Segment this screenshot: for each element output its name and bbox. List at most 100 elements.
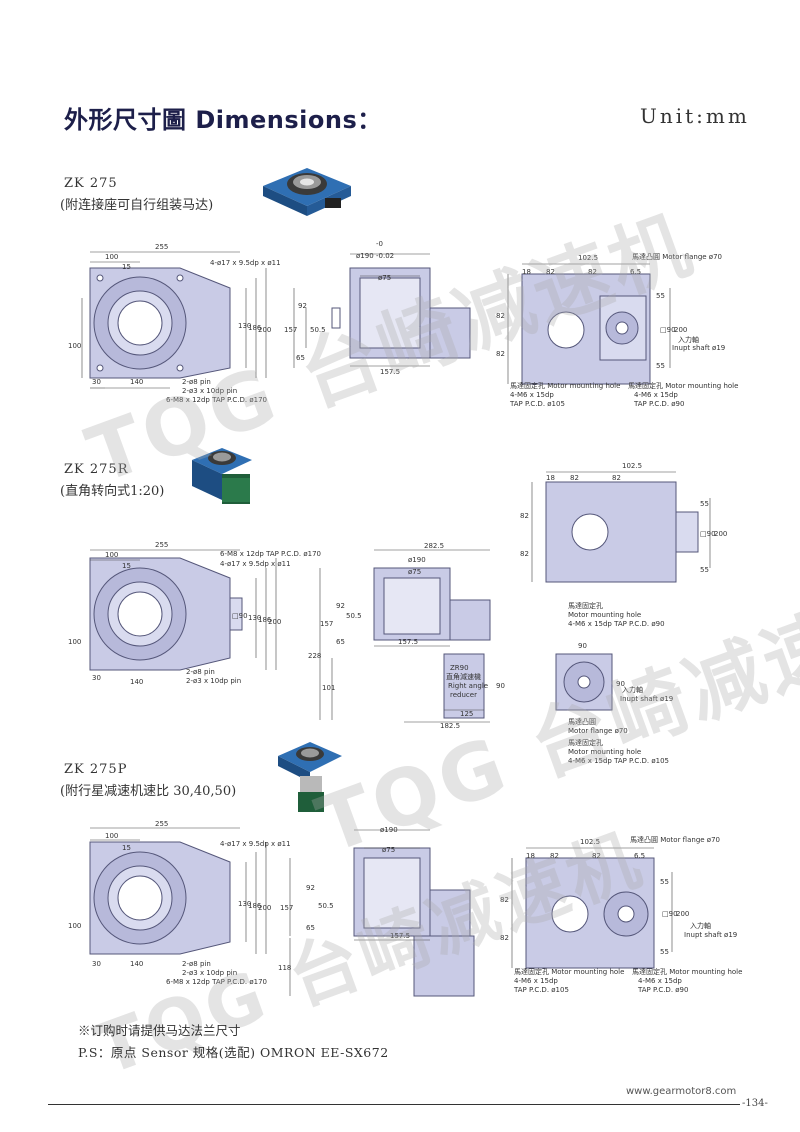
- dim-75-p: ø75: [382, 846, 395, 854]
- dim-1025-p: 102.5: [580, 838, 600, 846]
- dim-82-v1: 82: [496, 312, 505, 320]
- dim-sq90: □90: [660, 326, 676, 334]
- unit-label: Unit:mm: [640, 104, 750, 128]
- dim-100-v-p: 100: [68, 922, 81, 930]
- dim-holes: 4-ø17 x 9.5dp x ø11: [210, 259, 281, 267]
- dim-82b-rt: 82: [612, 474, 621, 482]
- order-note: ※订购时请提供马达法兰尺寸: [78, 1023, 241, 1038]
- dim-15-p: 15: [122, 844, 131, 852]
- dim-2825: 282.5: [424, 542, 444, 550]
- dim-tap: 6-M8 x 12dp TAP P.C.D. ø170: [166, 396, 267, 404]
- zr90-en1: Right angle: [448, 682, 488, 690]
- dim-130-r: 130: [248, 614, 261, 622]
- dim-140: 140: [130, 378, 143, 386]
- dim-505: 50.5: [310, 326, 326, 334]
- dim-1025-rt: 102.5: [622, 462, 642, 470]
- dim-1825: 182.5: [440, 722, 460, 730]
- mount-hole-p2b: TAP P.C.D. ø90: [637, 986, 688, 994]
- page-number: -134-: [740, 1098, 770, 1109]
- motor-flange-p: 馬達凸圓 Motor flange ø70: [630, 835, 720, 844]
- section-title-zk275r: ZK 275R: [64, 462, 129, 477]
- dim-255: 255: [155, 243, 168, 251]
- dim-tol02: -0.02: [376, 252, 394, 260]
- dim-92-p: 92: [306, 884, 315, 892]
- dim-30-r: 30: [92, 674, 101, 682]
- dim-55a-rt: 55: [700, 500, 709, 508]
- dim-125: 125: [460, 710, 473, 718]
- dim-pin1-p: 2-ø8 pin: [182, 960, 211, 968]
- dim-92: 92: [298, 302, 307, 310]
- dim-v90-m: 90: [616, 680, 625, 688]
- dim-157-r: 157: [320, 620, 333, 628]
- page-title: 外形尺寸圖 Dimensions：: [64, 106, 382, 134]
- dim-200-r: 200: [674, 326, 687, 334]
- dim-15-r: 15: [122, 562, 131, 570]
- input-shaft-label: 入力軸: [678, 335, 699, 344]
- dim-228: 228: [308, 652, 321, 660]
- dim-130-p: 130: [238, 900, 251, 908]
- footer-url[interactable]: www.gearmotor8.com: [626, 1086, 737, 1097]
- dim-186: 186: [248, 324, 262, 332]
- zr90-label: ZR90: [450, 664, 469, 672]
- section-note-zk275: (附连接座可自行组装马达): [60, 198, 214, 213]
- dim-190: ø190: [356, 252, 374, 260]
- dim-505-p: 50.5: [318, 902, 334, 910]
- dim-186-p: 186: [248, 902, 262, 910]
- mount-hole-p1b: TAP P.C.D. ø105: [513, 986, 569, 994]
- dim-pin1: 2-ø8 pin: [182, 378, 211, 386]
- dim-186-r: 186: [258, 616, 272, 624]
- dim-55b-rt: 55: [700, 566, 709, 574]
- dim-sq90-rt: □90: [700, 530, 716, 538]
- dim-92-r: 92: [336, 602, 345, 610]
- dim-1575: 157.5: [380, 368, 400, 376]
- mount-hole-p2a: 4-M6 x 15dp: [638, 977, 682, 985]
- dim-15: 15: [122, 263, 131, 271]
- mount-hole-p2: 馬達固定孔 Motor mounting hole: [632, 967, 742, 976]
- dim-82-v2-p: 82: [500, 934, 509, 942]
- section-title-zk275: ZK 275: [64, 176, 118, 191]
- dim-82a: 82: [546, 268, 555, 276]
- dim-1575-p: 157.5: [390, 932, 410, 940]
- dim-200-rr: 200: [268, 618, 281, 626]
- dim-157: 157: [284, 326, 297, 334]
- zr90-en2: reducer: [450, 691, 477, 699]
- dim-190-r: ø190: [408, 556, 426, 564]
- dim-tap-r: 6-M8 x 12dp TAP P.C.D. ø170: [220, 550, 321, 558]
- dim-100-r: 100: [105, 551, 118, 559]
- dim-pin2-p: 2-ø3 x 10dp pin: [182, 969, 237, 977]
- dim-200-rt: 200: [714, 530, 727, 538]
- dim-30-p: 30: [92, 960, 101, 968]
- dim-82b-p: 82: [592, 852, 601, 860]
- dim-65-p: 65: [306, 924, 315, 932]
- mt-label2: Motor mounting hole: [568, 611, 641, 619]
- mount-hole-1a: 4-M6 x 15dp: [510, 391, 554, 399]
- dim-tap-p: 6-M8 x 12dp TAP P.C.D. ø170: [166, 978, 267, 986]
- mount-hole-2a: 4-M6 x 15dp: [634, 391, 678, 399]
- dim-18-rt: 18: [546, 474, 555, 482]
- dim-55b: 55: [656, 362, 665, 370]
- mount-hole-p1: 馬達固定孔 Motor mounting hole: [514, 967, 624, 976]
- dim-55a-p: 55: [660, 878, 669, 886]
- drawing-zk275r: 255 100 15 6-M8 x 12dp TAP P.C.D. ø170 4…: [60, 458, 750, 768]
- dim-200-p: 200: [258, 904, 271, 912]
- dim-190-p: ø190: [380, 826, 398, 834]
- dim-pin1-r: 2-ø8 pin: [186, 668, 215, 676]
- input-shaft-p1: 入力軸: [690, 921, 711, 930]
- dim-505-r: 50.5: [346, 612, 362, 620]
- dim-18: 18: [522, 268, 531, 276]
- dim-100-p: 100: [105, 832, 118, 840]
- front-view: [89, 267, 231, 379]
- dim-255-r: 255: [155, 541, 168, 549]
- section-note-zk275r: (直角转向式1:20): [60, 484, 165, 499]
- zr90-cn: 直角減速機: [446, 672, 481, 681]
- flange-r1: 馬達凸圓: [568, 717, 596, 726]
- dim-157-p: 157: [280, 904, 293, 912]
- dim-65: 65: [296, 354, 305, 362]
- mt-label1: 馬達固定孔: [568, 601, 603, 610]
- dim-55b-p: 55: [660, 948, 669, 956]
- dim-82-v2-rt: 82: [520, 550, 529, 558]
- dim-130: 130: [238, 322, 251, 330]
- dim-100: 100: [105, 253, 118, 261]
- dim-65-r: 65: [336, 638, 345, 646]
- input-shaft-r2: Inupt shaft ø19: [620, 695, 673, 703]
